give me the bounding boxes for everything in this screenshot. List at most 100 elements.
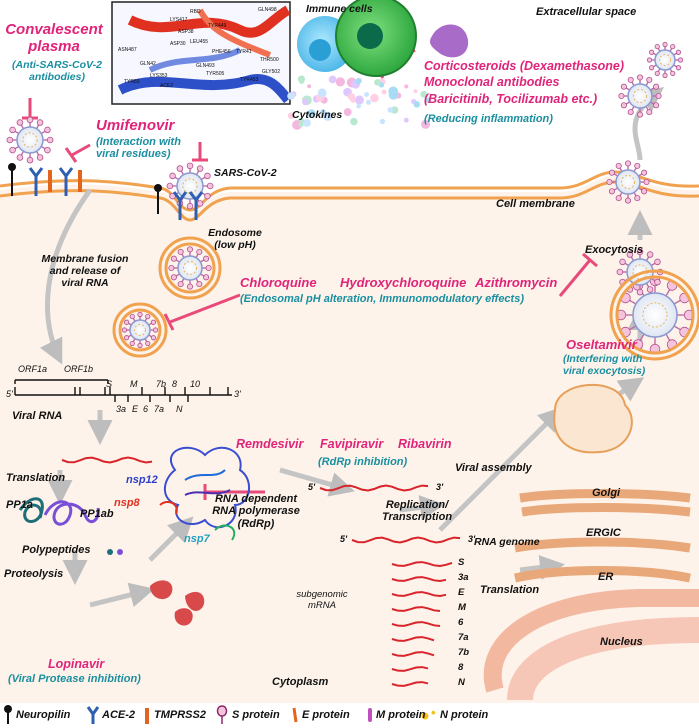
protease-fragments <box>150 580 205 626</box>
translation-right-label: Translation <box>480 584 540 596</box>
inset-residue-label: TYR453 <box>240 77 259 83</box>
remdesivir-label: Remdesivir <box>236 437 304 451</box>
nucleus-label: Nucleus <box>600 636 643 648</box>
ace2-rbd-inset <box>111 1 292 105</box>
chloroquine-label: Chloroquine <box>240 275 317 290</box>
subgenomic-label-s: S <box>458 557 465 568</box>
endosomal-note: (Endosomal pH alteration, Immunomodulato… <box>240 293 524 305</box>
gene-3a: 3a <box>116 404 127 414</box>
legend-e-protein: E protein <box>302 709 350 721</box>
er-label: ER <box>598 571 614 583</box>
lopinavir-label: Lopinavir <box>48 657 105 671</box>
inset-residue-label: THR500 <box>260 57 279 63</box>
gene-m: M <box>130 379 138 389</box>
cytoplasm-label: Cytoplasm <box>272 676 329 688</box>
legend-m-protein: M protein <box>376 709 426 721</box>
legend-neuropilin: Neuropilin <box>16 709 71 721</box>
inset-residue-label: LEU455 <box>190 39 209 45</box>
gene-7b: 7b <box>156 379 167 389</box>
inset-residue-label: TYR505 <box>206 71 225 77</box>
pp1ab-label: PP1ab <box>80 508 114 520</box>
inset-residue-label: GLN493 <box>196 63 215 69</box>
reducing-inflammation-note: (Reducing inflammation) <box>424 113 553 125</box>
exocytosis-vesicle <box>609 269 699 361</box>
gene-7a: 7a <box>154 404 165 414</box>
legend-tmprss2: TMPRSS2 <box>154 709 206 721</box>
immune-cells <box>297 0 469 77</box>
virus-particle <box>168 246 212 290</box>
gene-6: 6 <box>143 404 149 414</box>
subgenomic-label-7a: 7a <box>458 632 469 643</box>
hydroxychloroquine-label: Hydroxychloroquine <box>340 275 467 290</box>
subgenomic-label-7b: 7b <box>458 647 470 658</box>
proteolysis-label: Proteolysis <box>4 568 64 580</box>
replication-transcription-label: Replication/Transcription <box>381 499 453 524</box>
polypeptides <box>18 497 123 555</box>
gene-e: E <box>132 404 139 414</box>
genome-3prime: 3' <box>234 389 241 399</box>
ergic-label: ERGIC <box>586 527 621 539</box>
subgenomic-label-3a: 3a <box>458 572 469 583</box>
virus-particle <box>121 311 159 349</box>
gene-orf1b: ORF1b <box>64 364 94 374</box>
rna-end-label: 5' <box>308 482 316 492</box>
inset-residue-label: GLN498 <box>258 7 277 13</box>
virus-particles <box>6 41 695 355</box>
organelles <box>483 384 699 702</box>
gene-orf1a: ORF1a <box>18 364 48 374</box>
nsp8-label: nsp8 <box>114 497 140 509</box>
rna-genome-label: RNA genome <box>474 536 540 548</box>
virus-particle <box>606 160 650 204</box>
golgi-label: Golgi <box>592 487 621 499</box>
inset-residue-label: LYS417 <box>170 17 188 23</box>
translation-left-label: Translation <box>6 472 66 484</box>
umifenovir-label: Umifenovir <box>96 117 175 134</box>
subgenomic-label-n: N <box>458 677 465 688</box>
inset-residue-label: RBD <box>190 9 201 15</box>
virus-particle <box>618 74 662 118</box>
favipiravir-label: Favipiravir <box>320 437 384 451</box>
gene-s: S <box>106 379 113 389</box>
inset-residue-label: LYS353 <box>150 73 168 79</box>
immune-cells-label: Immune cells <box>306 3 373 15</box>
rna-end-label: 3' <box>436 482 444 492</box>
rna-strands <box>61 456 461 687</box>
genome-5prime: 5' <box>6 389 13 399</box>
genome-map <box>14 379 232 402</box>
pp1a-label: PP1a <box>6 499 33 511</box>
inset-residue-label: ASP38 <box>178 29 194 35</box>
ribavirin-label: Ribavirin <box>398 437 452 451</box>
cytokines <box>287 75 431 130</box>
extracellular-label: Extracellular space <box>536 6 637 18</box>
oseltamivir-label: Oseltamivir <box>566 337 637 352</box>
virus-particle <box>6 116 54 164</box>
subgenomic-label-8: 8 <box>458 662 464 673</box>
legend-s-protein: S protein <box>232 709 280 721</box>
rna-end-label: 5' <box>340 534 348 544</box>
gene-n: N <box>176 404 183 414</box>
subgenomic-label-e: E <box>458 587 465 598</box>
inset-residue-label: TYR83 <box>124 79 140 85</box>
inset-residue-label: ASP30 <box>170 41 186 47</box>
legend-bullet: • <box>431 705 436 720</box>
legend-icons <box>4 705 429 724</box>
inset-residue-label: GLY502 <box>262 69 280 75</box>
rna-end-label: 3' <box>468 534 476 544</box>
subgenomic-label-6: 6 <box>458 617 464 628</box>
exocytosis-label: Exocytosis <box>585 244 644 256</box>
corticosteroids-label: Corticosteroids (Dexamethasone)Monoclona… <box>424 59 625 106</box>
inset-residue-label: ASN487 <box>118 47 137 53</box>
endosome <box>112 236 222 358</box>
legend-n-protein: N protein <box>440 709 489 721</box>
subgenomic-label-m: M <box>458 602 466 613</box>
inset-residue-label: TYR41 <box>236 49 252 55</box>
inset-residue-label: GLN42 <box>140 61 156 67</box>
cytokines-label: Cytokines <box>292 109 343 121</box>
